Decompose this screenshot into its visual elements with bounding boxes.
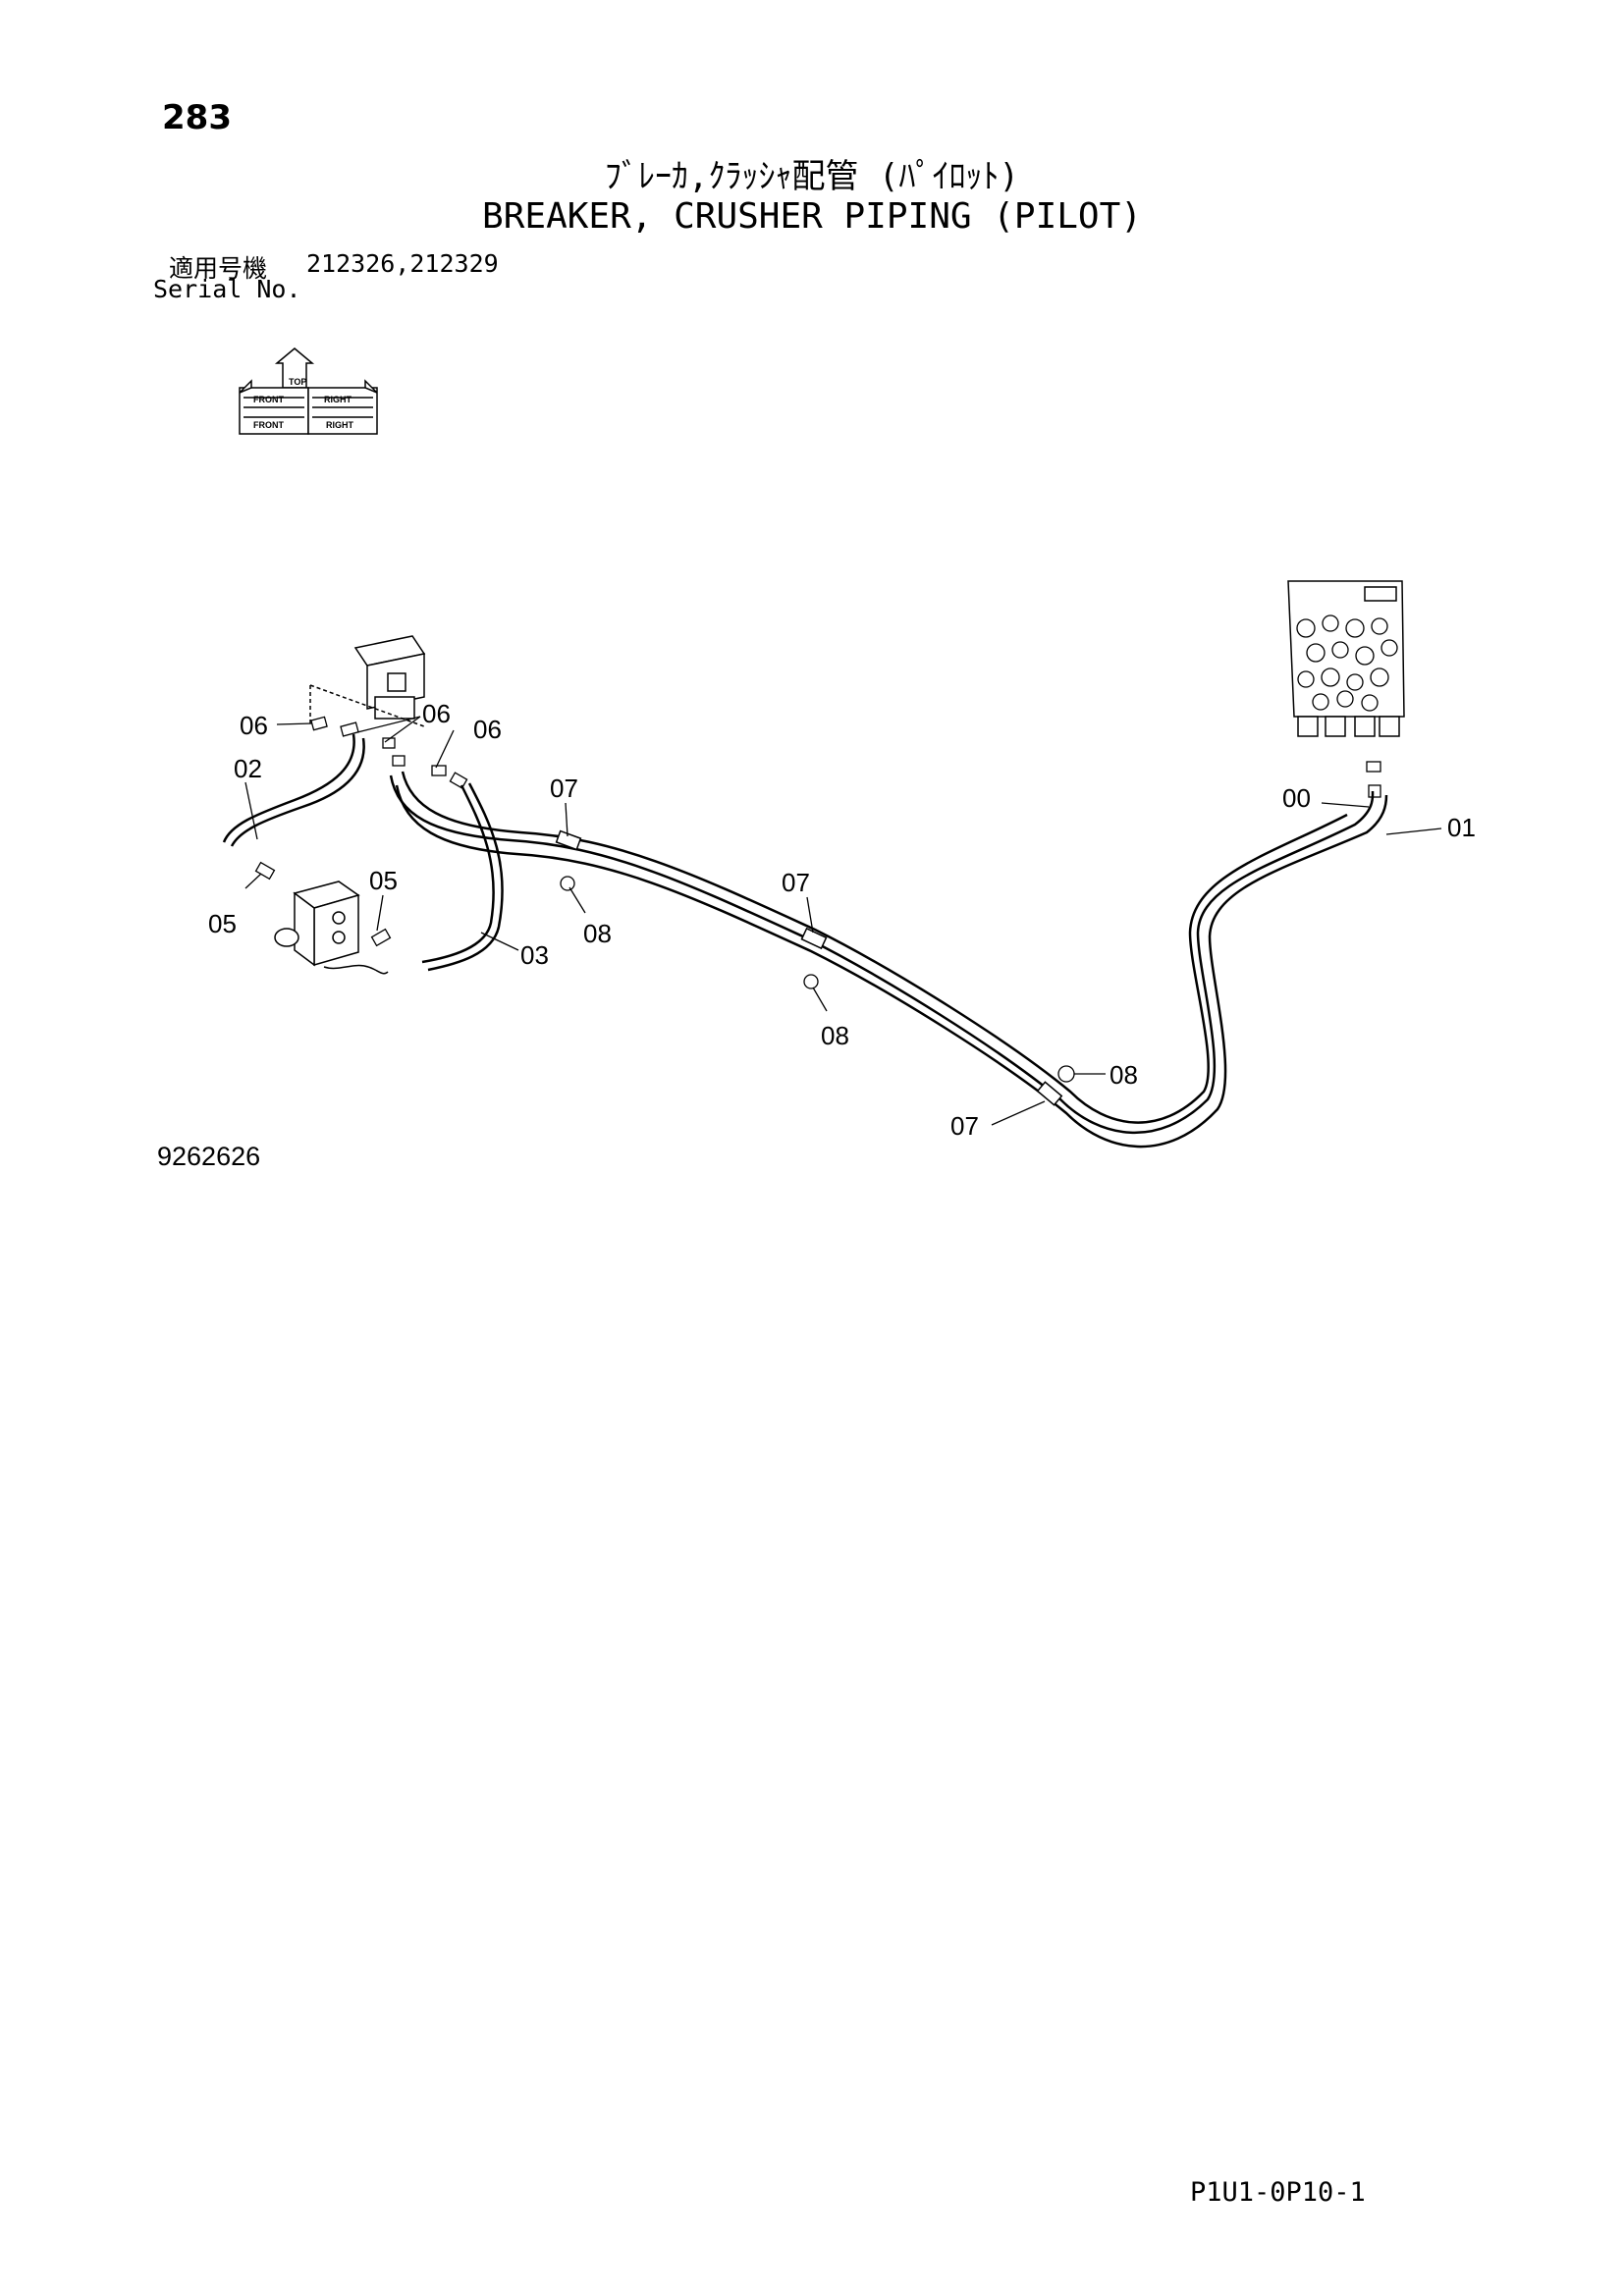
hose-clamps (555, 829, 1063, 1106)
callout-00: 00 (1282, 783, 1311, 813)
page-code: P1U1-0P10-1 (1190, 2177, 1366, 2208)
callout-07-second: 07 (782, 868, 810, 897)
callout-08-third: 08 (1110, 1060, 1138, 1090)
callout-07-first: 07 (550, 774, 578, 803)
callout-08-second: 08 (821, 1021, 849, 1050)
orientation-label-right-2: RIGHT (326, 420, 354, 430)
callout-07-third: 07 (950, 1111, 979, 1141)
callout-02: 02 (234, 754, 262, 783)
serial-label-english: Serial No. (153, 275, 301, 303)
callout-03: 03 (520, 940, 549, 970)
callout-01: 01 (1447, 813, 1476, 842)
serial-label-japanese: 適用号機 (169, 254, 268, 283)
pedal-valve-unit (309, 635, 426, 727)
serial-values: 212326,212329 (306, 249, 499, 278)
control-valve-ports (1296, 614, 1398, 712)
orientation-label-top: TOP (289, 377, 306, 387)
page-number: 283 (162, 98, 232, 137)
control-valve-block (1287, 580, 1405, 737)
orientation-label-front-1: FRONT (253, 395, 284, 404)
drawing-number: 9262626 (157, 1142, 261, 1171)
orientation-cube-icon (239, 347, 378, 435)
callout-08-first: 08 (583, 919, 612, 948)
callout-06-right: 06 (473, 715, 502, 744)
leader-lines (244, 716, 1442, 1126)
orientation-label-right-1: RIGHT (324, 395, 352, 404)
callout-05-left: 05 (208, 909, 237, 938)
callout-05-right: 05 (369, 866, 398, 895)
title-japanese: ﾌﾞﾚｰｶ,ｸﾗｯｼｬ配管 (ﾊﾟｲﾛｯﾄ) (605, 157, 1019, 196)
orientation-label-front-2: FRONT (253, 420, 284, 430)
callout-06-left: 06 (240, 711, 268, 740)
callout-06-middle: 06 (422, 699, 451, 728)
hoses (222, 733, 1388, 1148)
fittings (254, 716, 1381, 947)
title-english: BREAKER, CRUSHER PIPING (PILOT) (482, 196, 1142, 237)
hydraulic-block (274, 881, 389, 975)
